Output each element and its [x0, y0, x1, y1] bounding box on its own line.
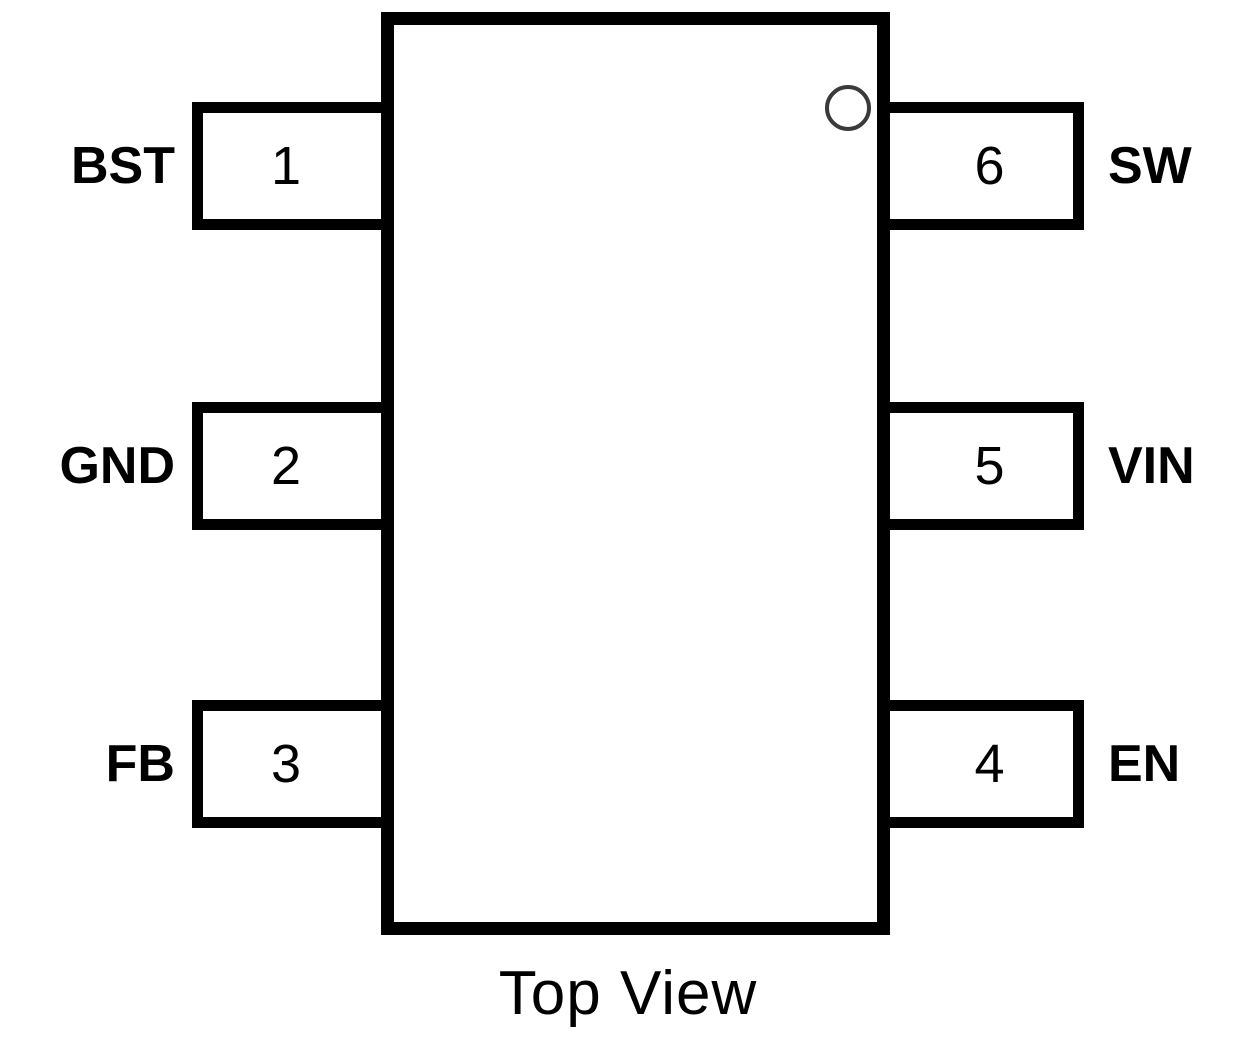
- pin-1-indicator-circle-icon: [825, 85, 871, 131]
- pin-label-fb: FB: [105, 735, 175, 793]
- pin-box-6: 6: [879, 102, 1084, 230]
- pin-number-3: 3: [270, 734, 302, 794]
- pin-box-2: 2: [192, 402, 392, 530]
- ic-package-body: [381, 12, 890, 935]
- pin-box-4: 4: [879, 700, 1084, 828]
- pin-number-1: 1: [270, 136, 302, 196]
- pin-number-4: 4: [974, 734, 1005, 794]
- pin-label-gnd: GND: [59, 437, 175, 495]
- pin-label-sw: SW: [1108, 137, 1192, 195]
- pin-number-6: 6: [974, 136, 1005, 196]
- pin-number-2: 2: [270, 436, 302, 496]
- pin-number-5: 5: [974, 436, 1005, 496]
- pin-box-3: 3: [192, 700, 392, 828]
- diagram-caption: Top View: [498, 959, 758, 1028]
- pin-label-en: EN: [1108, 735, 1181, 793]
- pin-label-bst: BST: [71, 137, 175, 195]
- pin-box-1: 1: [192, 102, 392, 230]
- pin-box-5: 5: [879, 402, 1084, 530]
- pin-label-vin: VIN: [1108, 437, 1195, 495]
